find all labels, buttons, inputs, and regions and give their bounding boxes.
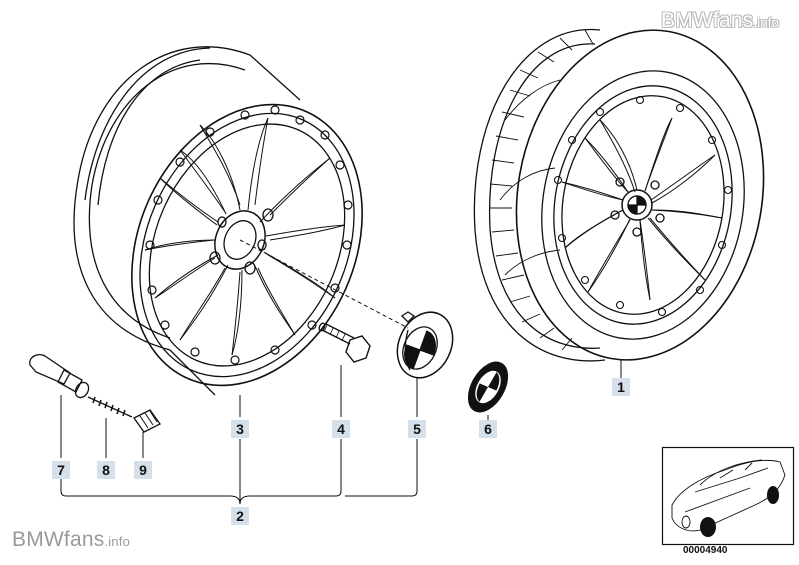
callout-1[interactable]: 1 [612,378,630,396]
callout-7[interactable]: 7 [52,461,70,479]
valve-cap[interactable] [133,409,161,433]
watermark-bottom: BMWfans.info [12,528,130,551]
callout-6[interactable]: 6 [479,420,497,438]
callout-8[interactable]: 8 [97,461,115,479]
callout-5[interactable]: 5 [408,420,426,438]
wheel-bolt[interactable] [318,322,371,363]
callout-3[interactable]: 3 [231,420,249,438]
hub-cap[interactable] [387,303,463,387]
leader-lines [60,239,622,505]
vehicle-locator-inset [661,446,795,546]
diagram-number: 00004940 [683,545,728,556]
emblem-badge[interactable] [461,356,516,419]
callout-4[interactable]: 4 [332,420,350,438]
complete-wheel-with-tire[interactable] [473,10,789,379]
tire-valve[interactable] [29,353,91,400]
watermark-top: BMWfans.info [661,9,779,32]
valve-core[interactable] [87,396,133,418]
alloy-rim[interactable] [73,46,405,422]
callout-9[interactable]: 9 [134,461,152,479]
callout-2[interactable]: 2 [231,507,249,525]
